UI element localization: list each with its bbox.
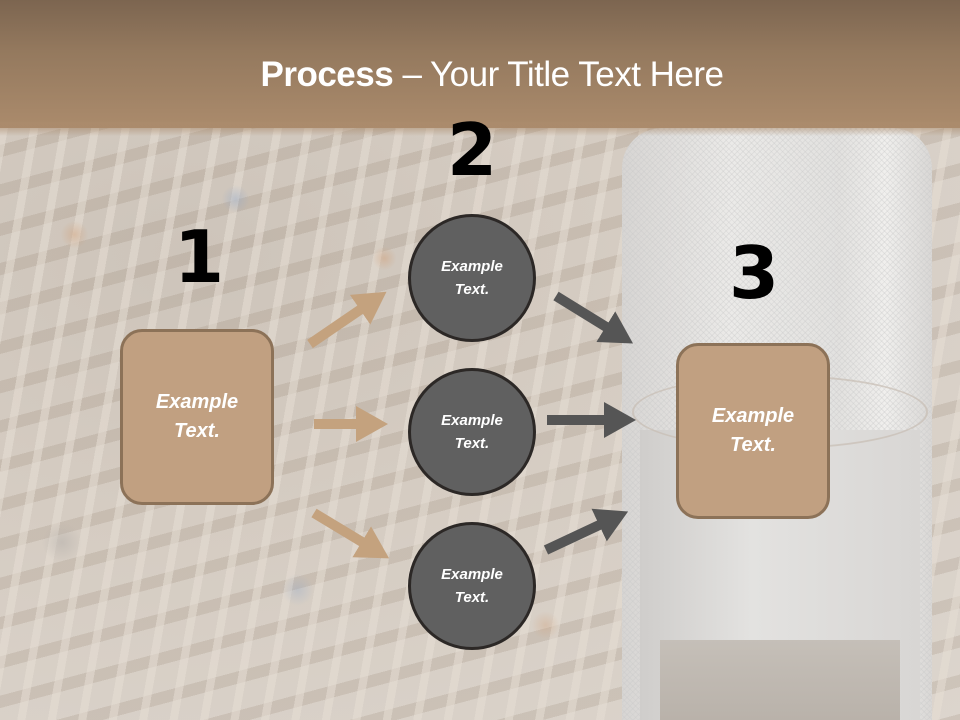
title-band-fade [0,122,960,136]
step-3-box-text: Example Text. [711,405,795,456]
step-2-circle-2-text: Example Text. [441,412,503,452]
background-microphone-stand [660,640,900,720]
step-2-circle-3[interactable]: Example Text. [408,522,536,650]
step-2-circle-1-text: Example Text. [441,258,503,298]
step-2-circle-3-text: Example Text. [441,566,503,606]
title-rest-part: – Your Title Text Here [393,55,724,94]
title-bold-part: Process [260,55,394,94]
step-number-3: 3 [728,231,780,315]
title-band [0,0,960,128]
slide-title[interactable]: Process – Your Title Text Here [0,52,960,98]
step-number-1: 1 [173,215,225,299]
step-2-circle-2[interactable]: Example Text. [408,368,536,496]
step-number-2: 2 [446,108,498,192]
step-1-box-text: Example Text. [155,391,239,442]
step-2-circle-1[interactable]: Example Text. [408,214,536,342]
step-1-box[interactable]: Example Text. [120,329,274,505]
step-3-box[interactable]: Example Text. [676,343,830,519]
